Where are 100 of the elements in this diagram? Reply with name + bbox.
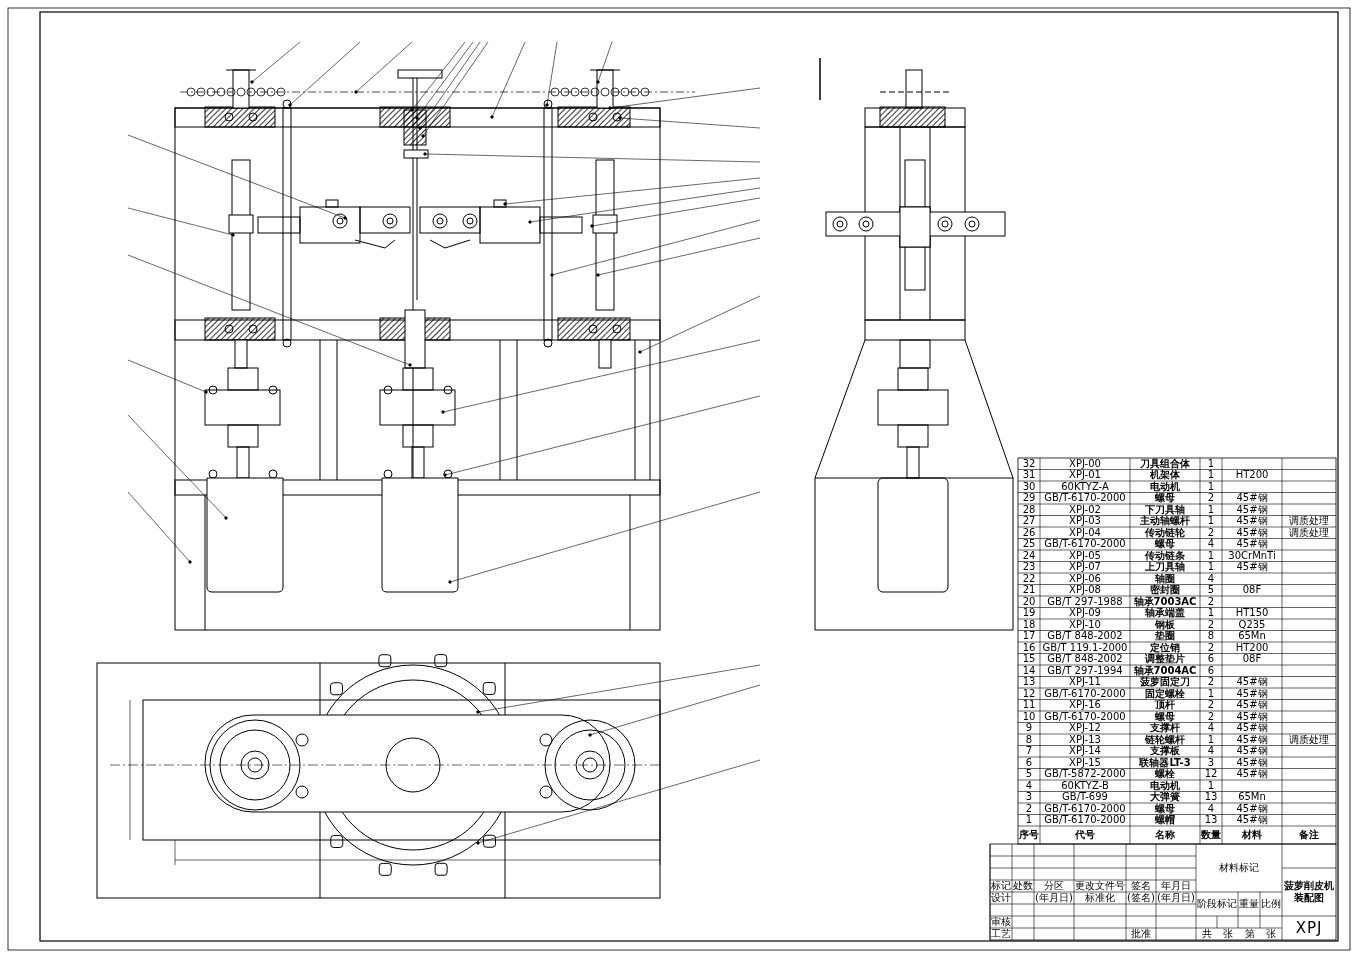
- row-number: 28: [1022, 504, 1036, 515]
- part-name: 刀具组合体: [1140, 458, 1190, 469]
- title-block-text: 年月日: [1161, 881, 1191, 891]
- part-name: 机架体: [1150, 470, 1180, 481]
- part-code: XPJ-15: [1069, 757, 1101, 768]
- part-code: GB/T 848-2002: [1047, 631, 1123, 642]
- part-name: 联轴器LT-3: [1139, 757, 1191, 768]
- row-number: 22: [1022, 573, 1036, 584]
- part-name: 螺母: [1155, 539, 1175, 550]
- material: HT200: [1235, 642, 1269, 653]
- part-name: 轴承端盖: [1145, 608, 1185, 619]
- quantity: 2: [1207, 642, 1215, 653]
- part-code: XPJ-00: [1069, 458, 1101, 469]
- part-code: GB/T-6170-2000: [1044, 688, 1126, 699]
- quantity: 2: [1207, 596, 1215, 607]
- row-number: 24: [1022, 550, 1036, 561]
- part-code: XPJ-04: [1069, 527, 1101, 538]
- part-name: 链轮螺杆: [1145, 734, 1185, 745]
- quantity: 13: [1204, 792, 1218, 803]
- part-code: XPJ-01: [1069, 470, 1101, 481]
- material: 08F: [1242, 585, 1262, 596]
- title-block-text: (签名): [1127, 893, 1155, 903]
- part-name: 轴圈: [1155, 573, 1175, 584]
- quantity: 13: [1204, 815, 1218, 826]
- part-code: XPJ-06: [1069, 573, 1101, 584]
- material: 45#钢: [1236, 504, 1268, 515]
- material: 45#钢: [1236, 757, 1268, 768]
- remark: 调质处理: [1289, 734, 1329, 745]
- quantity: 2: [1207, 677, 1215, 688]
- quantity: 1: [1207, 481, 1215, 492]
- part-name: 大弹簧: [1150, 792, 1180, 803]
- row-number: 31: [1022, 470, 1036, 481]
- title-block-text: (年月日): [1035, 893, 1073, 903]
- part-code: XPJ-05: [1069, 550, 1101, 561]
- part-name: 轴承7004AC: [1133, 665, 1197, 676]
- part-name: 上刀具轴: [1145, 562, 1185, 573]
- material: 45#钢: [1236, 527, 1268, 538]
- row-number: 19: [1022, 608, 1036, 619]
- part-code: GB/T-6170-2000: [1044, 803, 1126, 814]
- quantity: 1: [1207, 562, 1215, 573]
- row-number: 30: [1022, 481, 1036, 492]
- title-block-text: 设计: [991, 893, 1011, 903]
- part-code: XPJ-02: [1069, 504, 1101, 515]
- material: 45#钢: [1236, 493, 1268, 504]
- quantity: 6: [1207, 665, 1215, 676]
- part-code: GB/T-699: [1062, 792, 1108, 803]
- part-name: 电动机: [1150, 780, 1180, 791]
- part-code: XPJ-10: [1069, 619, 1101, 630]
- material: 45#钢: [1236, 734, 1268, 745]
- quantity: 6: [1207, 654, 1215, 665]
- remark: 调质处理: [1289, 527, 1329, 538]
- part-name: 顶杆: [1155, 700, 1175, 711]
- part-code: XPJ-13: [1069, 734, 1101, 745]
- title-block-text: 共 张 第 张: [1202, 929, 1276, 939]
- part-name: 调整垫片: [1145, 654, 1185, 665]
- remark: 调质处理: [1289, 516, 1329, 527]
- part-code: GB/T-6170-2000: [1044, 815, 1126, 826]
- quantity: 4: [1207, 746, 1215, 757]
- material: HT200: [1235, 470, 1269, 481]
- row-number: 3: [1025, 792, 1033, 803]
- row-number: 21: [1022, 585, 1036, 596]
- title-block-text: 审核: [991, 917, 1011, 927]
- row-number: 2: [1025, 803, 1033, 814]
- drawing-title: 菠萝削皮机装配图: [1283, 880, 1335, 904]
- quantity: 1: [1207, 516, 1215, 527]
- title-block-text: 处数: [1013, 881, 1033, 891]
- part-name: 螺母: [1155, 711, 1175, 722]
- part-code: XPJ-03: [1069, 516, 1101, 527]
- title-block-text: 比例: [1261, 899, 1281, 909]
- quantity: 12: [1204, 769, 1218, 780]
- column-header: 备注: [1299, 830, 1319, 840]
- drawing-number: XPJ: [1295, 920, 1323, 936]
- row-number: 15: [1022, 654, 1036, 665]
- part-name: 螺母: [1155, 803, 1175, 814]
- quantity: 4: [1207, 803, 1215, 814]
- row-number: 9: [1025, 723, 1033, 734]
- row-number: 18: [1022, 619, 1036, 630]
- row-number: 14: [1022, 665, 1036, 676]
- part-code: GB/T-6170-2000: [1044, 711, 1126, 722]
- material: 45#钢: [1236, 711, 1268, 722]
- part-name: 垫圈: [1155, 631, 1175, 642]
- part-name: 支撑板: [1150, 746, 1180, 757]
- quantity: 4: [1207, 539, 1215, 550]
- part-code: GB/T-6170-2000: [1044, 493, 1126, 504]
- quantity: 1: [1207, 458, 1215, 469]
- part-name: 密封圈: [1150, 585, 1180, 596]
- part-name: 固定螺栓: [1145, 688, 1185, 699]
- column-header: 名称: [1155, 830, 1175, 840]
- part-code: GB/T 119.1-2000: [1042, 642, 1128, 653]
- part-name: 钢板: [1155, 619, 1175, 630]
- title-block-text: 签名: [1131, 881, 1151, 891]
- quantity: 2: [1207, 711, 1215, 722]
- title-block-text: 工艺: [991, 929, 1011, 939]
- row-number: 26: [1022, 527, 1036, 538]
- part-code: GB/T-6170-2000: [1044, 539, 1126, 550]
- part-code: GB/T-5872-2000: [1044, 769, 1126, 780]
- row-number: 20: [1022, 596, 1036, 607]
- quantity: 4: [1207, 573, 1215, 584]
- part-name: 传动链轮: [1145, 527, 1185, 538]
- row-number: 12: [1022, 688, 1036, 699]
